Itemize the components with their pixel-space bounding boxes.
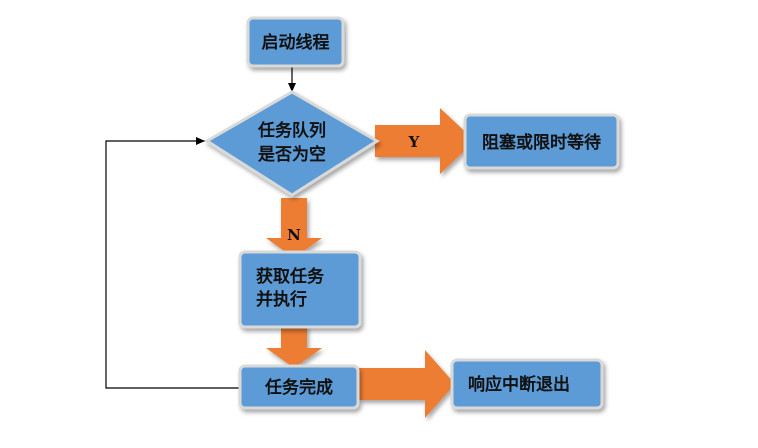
node-check-line2: 是否为空 [258,144,326,165]
node-check-line1: 任务队列 [257,120,326,141]
connector-loop-back [105,137,240,389]
arrow-yes [375,108,475,174]
node-done-label: 任务完成 [264,377,333,398]
arrow-no-label: N [287,226,301,244]
arrow-yes-label: Y [408,133,420,151]
arrow-no [266,198,322,258]
node-check: 任务队列 是否为空 [204,90,380,197]
node-exit: 响应中断退出 [450,358,604,410]
node-done: 任务完成 [238,364,360,410]
node-start-label: 启动线程 [262,32,330,53]
node-execute: 获取任务 并执行 [238,250,362,329]
node-exit-label: 响应中断退出 [468,374,570,395]
node-block-label: 阻塞或限时等待 [482,132,601,153]
node-execute-line2: 并执行 [256,289,307,310]
node-block: 阻塞或限时等待 [463,113,620,170]
node-execute-line1: 获取任务 [256,266,325,287]
node-start: 启动线程 [246,16,345,68]
arrow-execute-to-done [266,326,322,368]
arrow-done-to-exit [358,350,455,418]
